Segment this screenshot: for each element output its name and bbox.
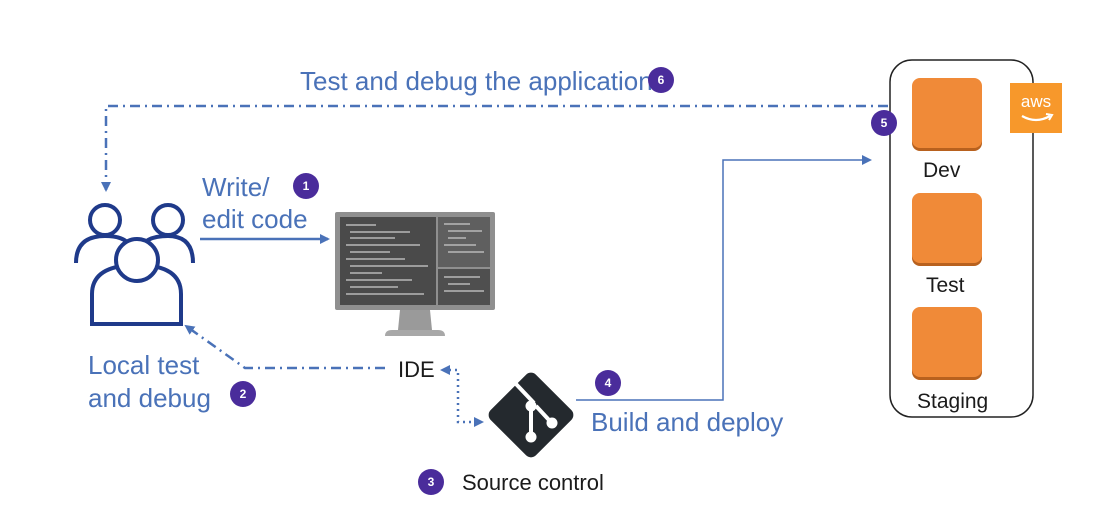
step-badge-3: 3 (418, 469, 444, 495)
ide-label: IDE (398, 357, 435, 382)
staging-environment-box (912, 307, 982, 377)
step-badge-4: 4 (595, 370, 621, 396)
env-label-test: Test (926, 274, 965, 297)
users-icon (74, 203, 195, 326)
build-deploy-arrow (576, 155, 872, 401)
monitor-icon (335, 212, 495, 336)
ide-source-arrowhead (440, 365, 450, 375)
build-deploy-label: Build and deploy (591, 407, 784, 437)
dev-environment-box (912, 78, 982, 148)
local-debug-label-line1: Local test (88, 350, 200, 380)
aws-smile (1021, 113, 1054, 122)
step-badge-6: 6 (648, 67, 674, 93)
write-code-label-line2: edit code (202, 204, 308, 234)
env-label-dev: Dev (923, 159, 961, 182)
test-debug-app-label: Test and debug the application (300, 66, 653, 96)
step-badge-5: 5 (871, 110, 897, 136)
aws-logo-text: aws (1020, 92, 1052, 111)
environments-group-box (889, 59, 1034, 418)
env-label-staging: Staging (917, 390, 989, 413)
aws-logo-icon: aws (1010, 83, 1062, 133)
source-control-label: Source control (462, 470, 604, 495)
step-badge-2: 2 (230, 381, 256, 407)
local-debug-label-line2: and debug (88, 383, 211, 413)
test-environment-box (912, 193, 982, 263)
git-icon (488, 372, 574, 458)
local-debug-arrow (184, 324, 385, 370)
step-badge-1: 1 (293, 173, 319, 199)
ide-source-link (443, 368, 477, 424)
source-ide-arrowhead (474, 417, 484, 427)
write-code-label-line1: Write/ (202, 172, 270, 202)
test-debug-app-arrow (101, 104, 888, 192)
